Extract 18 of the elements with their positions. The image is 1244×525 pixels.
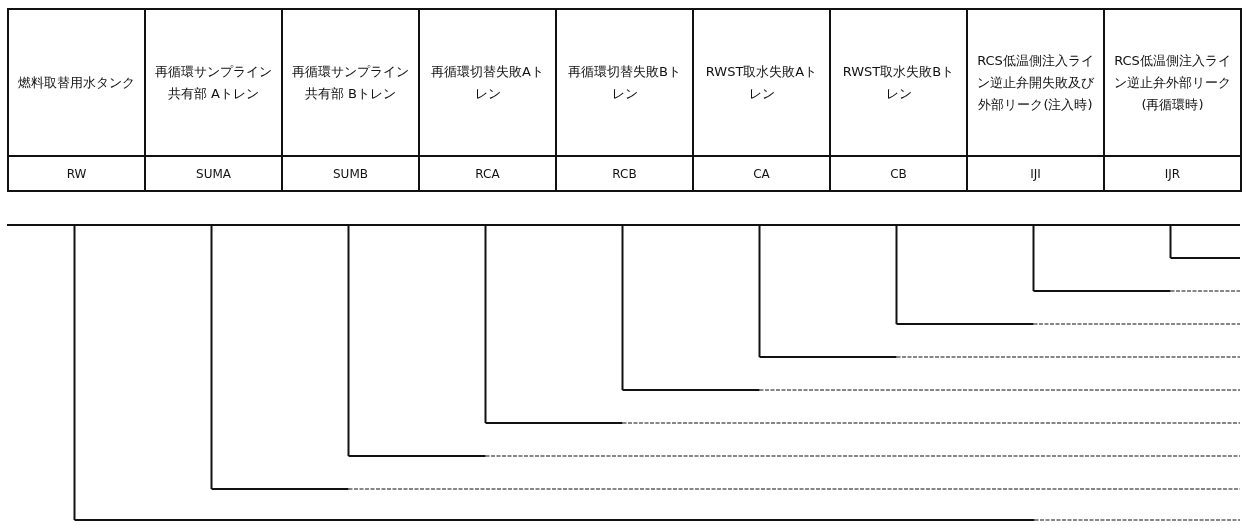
- code-cell: CB: [830, 156, 967, 191]
- heading-cell: RWST取水失敗Bトレン: [830, 9, 967, 156]
- heading-cell: 再循環切替失敗Bトレン: [556, 9, 693, 156]
- code-cell: RCB: [556, 156, 693, 191]
- heading-cell: RCS低温側注入ライン逆止弁外部リーク(再循環時): [1104, 9, 1241, 156]
- code-cell: RCA: [419, 156, 556, 191]
- heading-cell: 再循環切替失敗Aトレン: [419, 9, 556, 156]
- code-cell: CA: [693, 156, 830, 191]
- heading-cell: 燃料取替用水タンク: [8, 9, 145, 156]
- heading-cell: 再循環サンプライン共有部 Aトレン: [145, 9, 282, 156]
- code-cell: IJI: [967, 156, 1104, 191]
- heading-cell: 再循環サンプライン共有部 Bトレン: [282, 9, 419, 156]
- heading-cell: RCS低温側注入ライン逆止弁開失敗及び外部リーク(注入時): [967, 9, 1104, 156]
- code-cell: IJR: [1104, 156, 1241, 191]
- code-cell: SUMB: [282, 156, 419, 191]
- heading-cell: RWST取水失敗Aトレン: [693, 9, 830, 156]
- code-cell: RW: [8, 156, 145, 191]
- code-cell: SUMA: [145, 156, 282, 191]
